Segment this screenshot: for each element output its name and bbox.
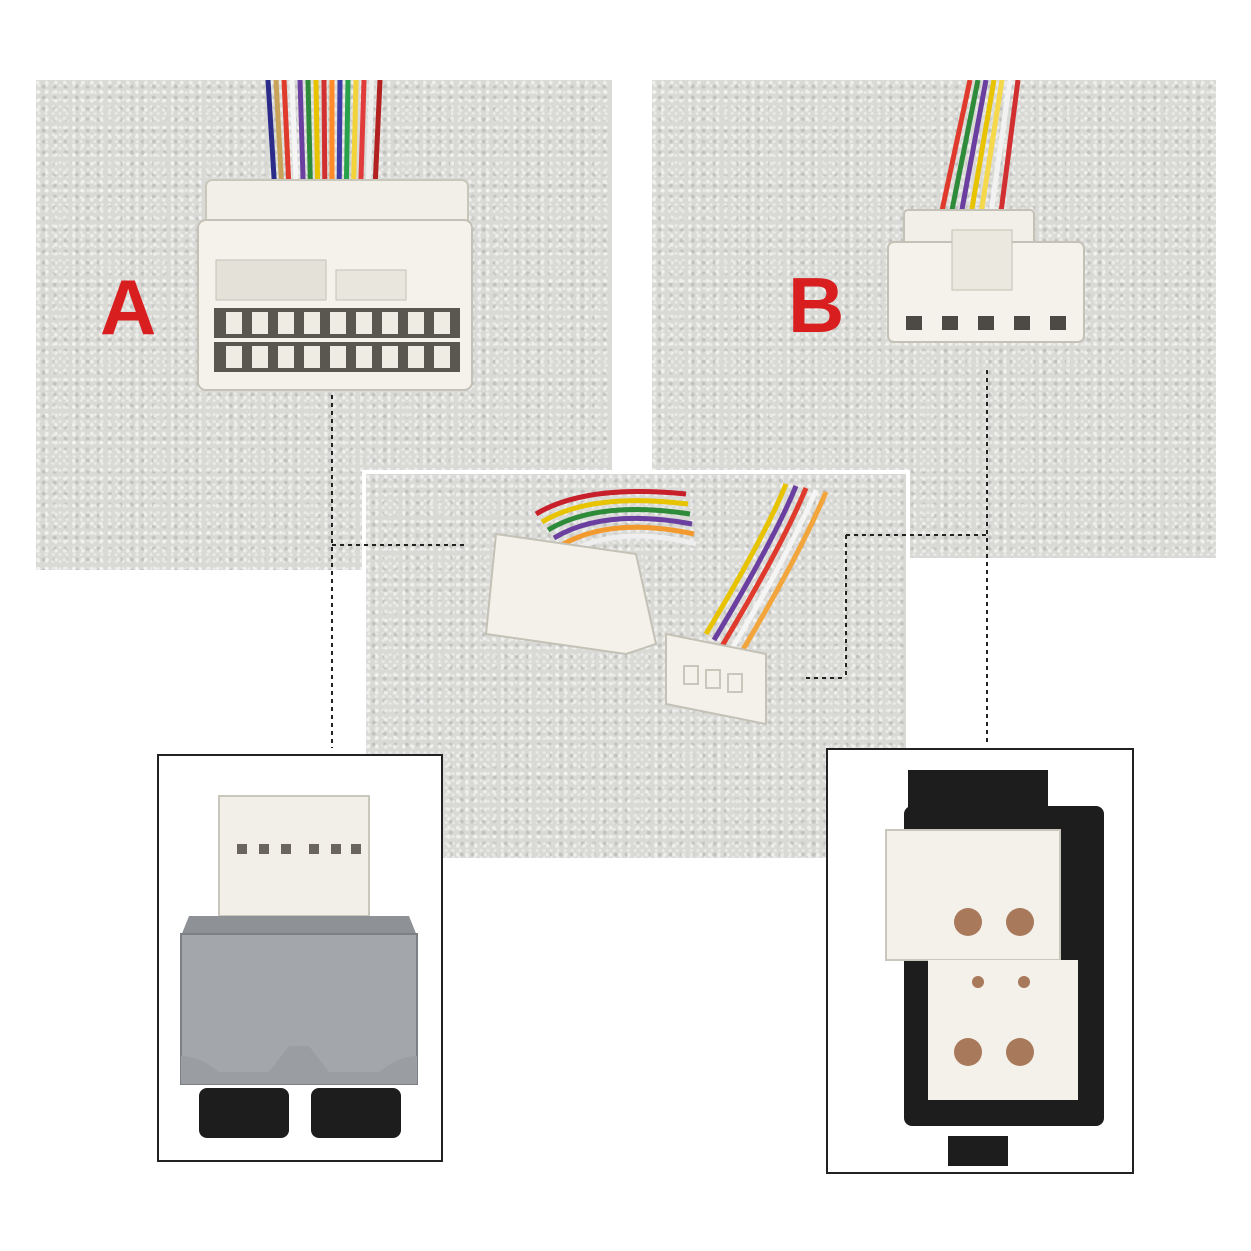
connector-a-illustration	[197, 80, 473, 391]
photo-switch-a-rear	[157, 754, 443, 1162]
switch-b-illustration	[885, 770, 1104, 1166]
mated-connectors-illustration	[484, 483, 829, 726]
wire-bundle-b	[937, 80, 1021, 221]
switch-a-illustration	[180, 795, 418, 1138]
pin-row-b	[906, 316, 1066, 330]
photo-connector-a	[36, 80, 612, 570]
label-a: A	[100, 263, 157, 351]
connector-b-illustration	[887, 80, 1085, 343]
label-b: B	[788, 261, 845, 349]
contact-terminals	[954, 908, 1034, 1066]
pin-rows-a	[214, 308, 460, 372]
photo-connectors-mated	[362, 470, 910, 862]
wire-bundle-center-b	[703, 483, 829, 660]
photo-switch-b-rear	[826, 748, 1134, 1174]
